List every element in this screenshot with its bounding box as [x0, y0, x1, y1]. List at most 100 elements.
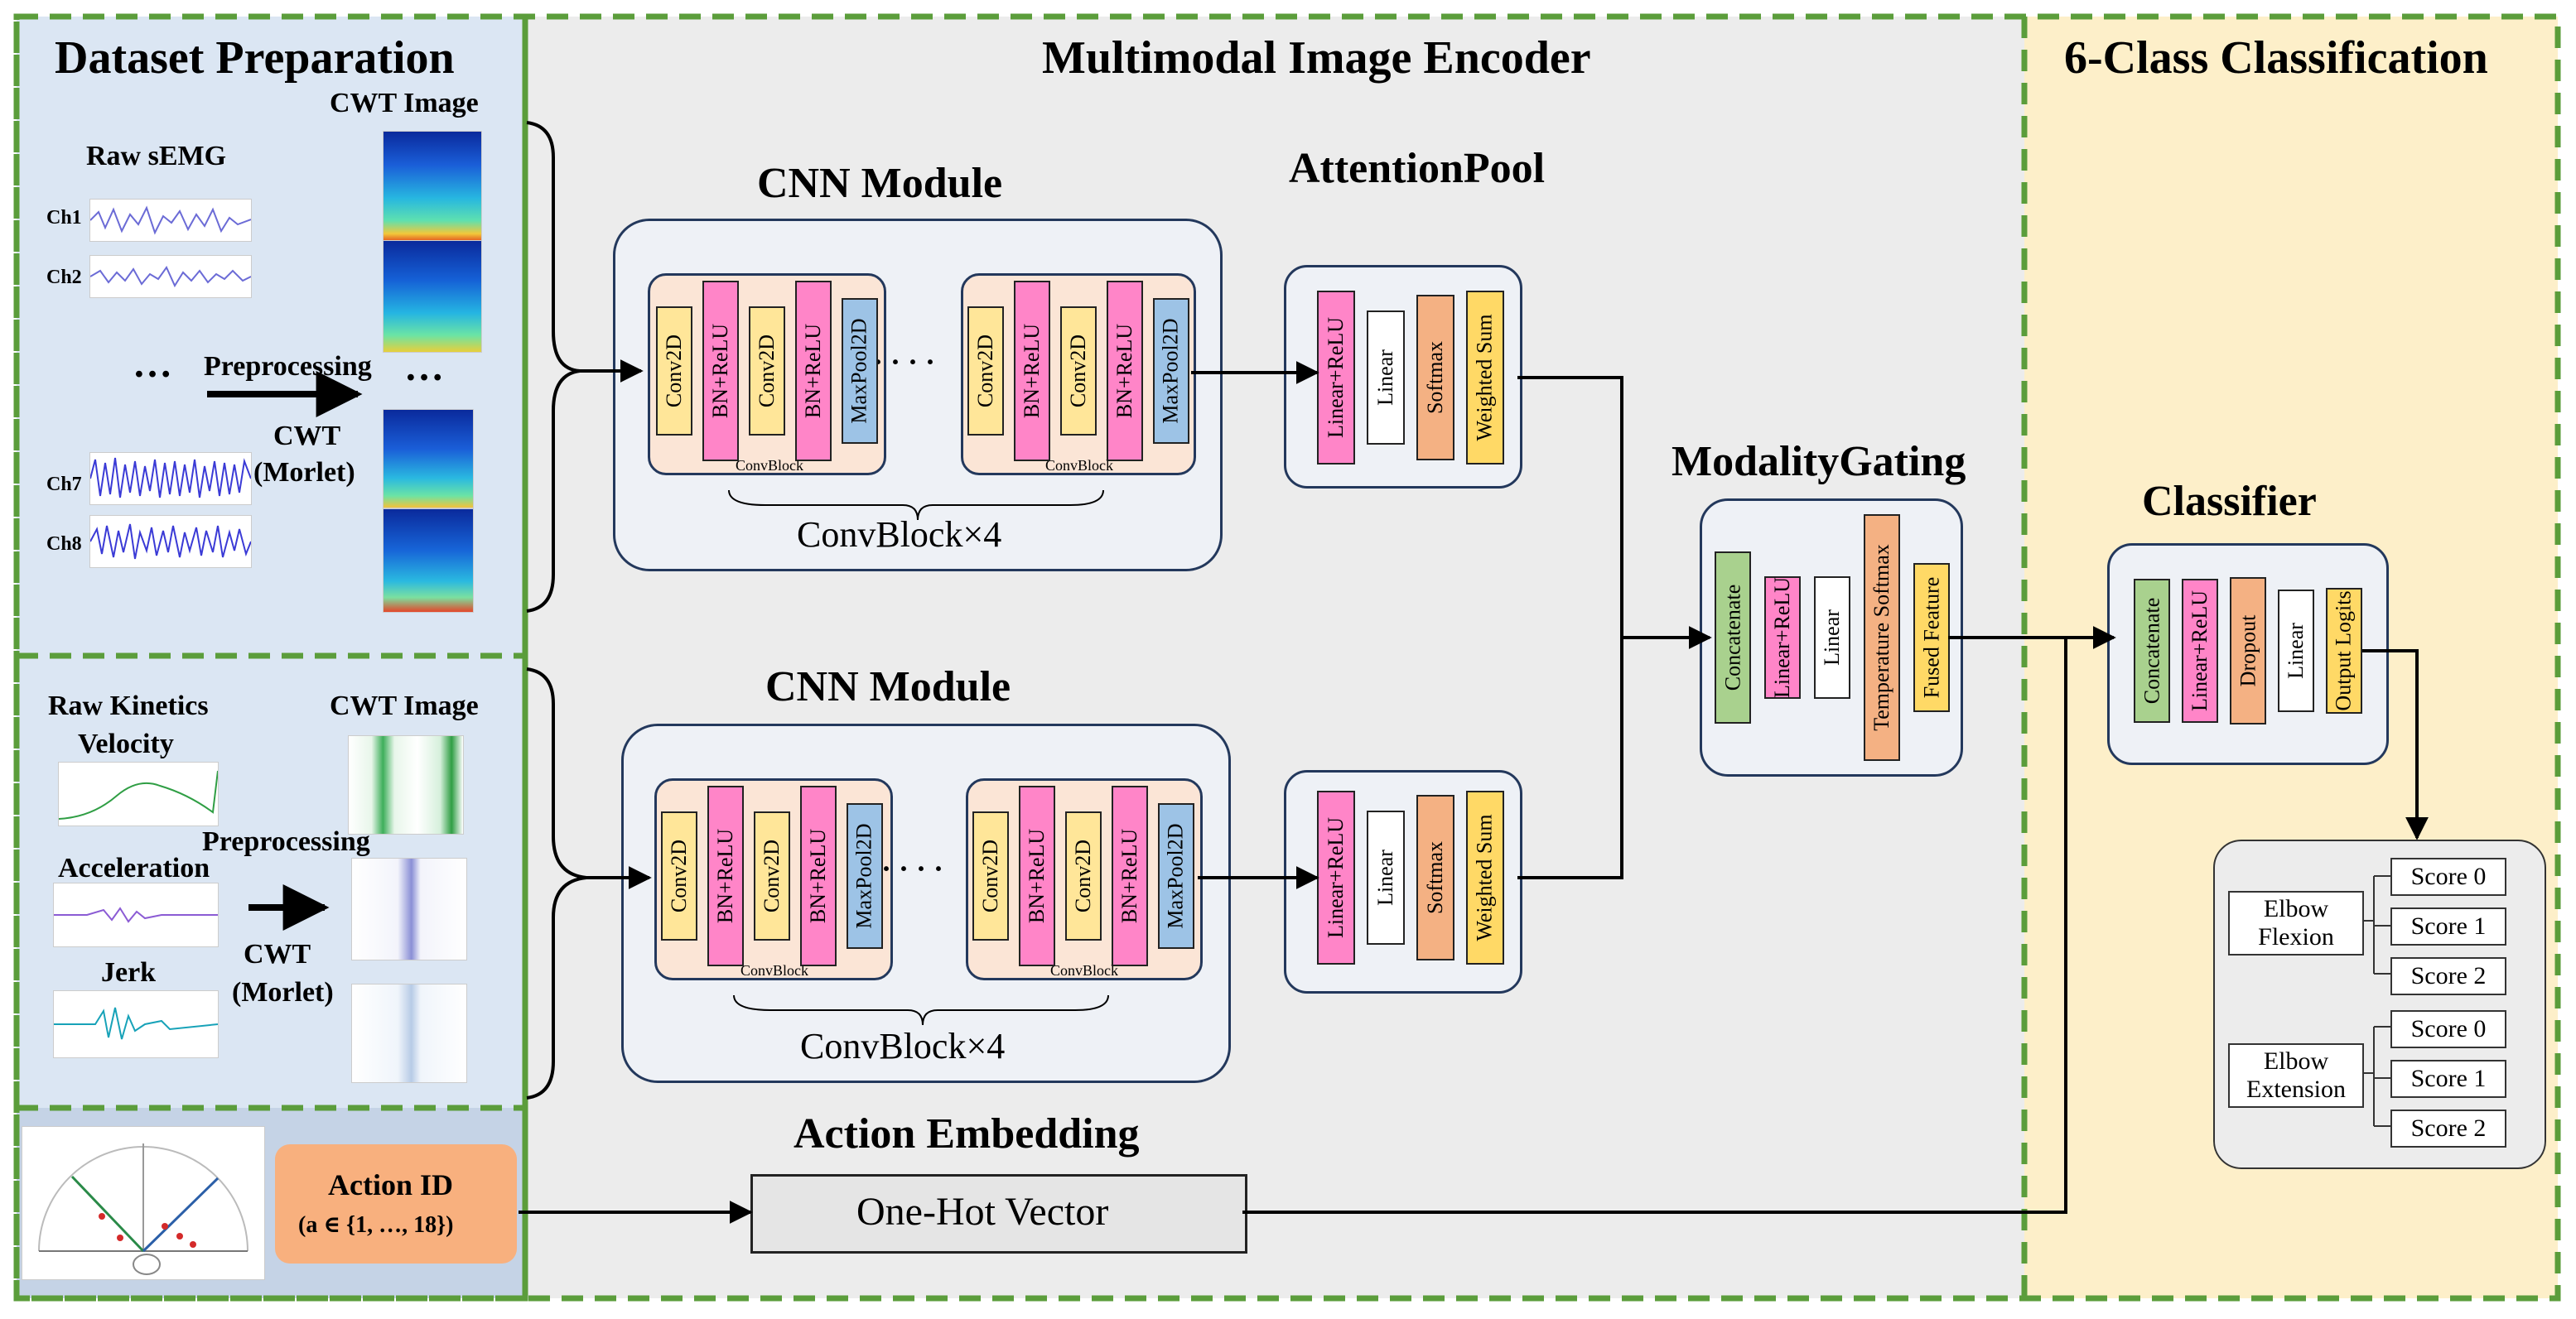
jerk-cwt-image: [351, 984, 467, 1083]
velocity-label: Velocity: [78, 729, 174, 759]
attention-pool-title: AttentionPool: [1289, 145, 1546, 192]
attention-bottom-layer-1: Linear: [1367, 811, 1405, 945]
one-hot-vector-label: One-Hot Vector: [856, 1190, 1109, 1234]
modality-gating-title: ModalityGating: [1672, 438, 1966, 485]
attention-bottom-layer-0: Linear+ReLU: [1317, 791, 1355, 965]
cnn-top-last-layer-3: BN+ReLU: [1107, 281, 1143, 461]
gating-layer-0: Concatenate: [1715, 551, 1751, 724]
cnn-top-last-layer-1: BN+ReLU: [1014, 281, 1050, 461]
one-hot-vector-box: [750, 1174, 1247, 1254]
flexion-score-2: Score 2: [2390, 957, 2506, 995]
cnn-module-title-top: CNN Module: [757, 160, 1003, 207]
elbow-extension-line1: Elbow: [2263, 1047, 2329, 1075]
classifier-layer-1: Linear+ReLU: [2182, 579, 2218, 723]
action-id-box: [275, 1144, 517, 1264]
classifier-layer-4: Output Logits: [2326, 588, 2362, 714]
gating-layer-1: Linear+ReLU: [1764, 576, 1801, 699]
encoder-section-title: Multimodal Image Encoder: [1042, 32, 1591, 84]
cnn-top-last-layer-2: Conv2D: [1060, 306, 1097, 436]
cnn-bottom-last-layer-4: MaxPool2D: [1158, 803, 1194, 949]
cnn-bottom-last-layer-1: BN+ReLU: [1019, 786, 1055, 966]
cnn-bottom-first-layer-4: MaxPool2D: [847, 803, 883, 949]
extension-score-0: Score 0: [2390, 1010, 2506, 1048]
cnn-bottom-first-layer-1: BN+ReLU: [707, 786, 744, 966]
classification-section-title: 6-Class Classification: [2064, 32, 2488, 84]
attention-top-layer-3: Weighted Sum: [1466, 291, 1504, 465]
extension-score-2: Score 2: [2390, 1110, 2506, 1148]
classifier-layer-3: Linear: [2278, 590, 2314, 712]
semg-morlet-label: (Morlet): [253, 457, 355, 488]
cnn-top-last-layer-0: Conv2D: [967, 306, 1004, 436]
semg-cwt-title: CWT Image: [330, 88, 479, 118]
arm-angle-diagram: [22, 1126, 265, 1280]
cnn-top-first-layer-2: Conv2D: [749, 306, 785, 436]
action-id-label: Action ID: [328, 1168, 453, 1201]
action-id-range: (a ∈ {1, …, 18}): [298, 1212, 454, 1238]
acceleration-label: Acceleration: [58, 853, 210, 883]
cnn-top-first-layer-4: MaxPool2D: [842, 298, 878, 444]
semg-ch8-signal: [89, 515, 252, 568]
semg-ch7-signal: [89, 452, 252, 505]
cnn-bottom-first-layer-3: BN+ReLU: [800, 786, 837, 966]
semg-channel-8: Ch8: [46, 533, 82, 555]
velocity-cwt-image: [348, 735, 464, 835]
elbow-extension-line2: Extension: [2246, 1076, 2346, 1103]
semg-ch2-signal: [89, 255, 252, 298]
classifier-layer-0: Concatenate: [2134, 579, 2170, 723]
convblock-bottom-dots: · · · ·: [881, 852, 944, 885]
convblock-repeat-bottom: ConvBlock×4: [800, 1026, 1006, 1066]
cnn-bottom-last-layer-3: BN+ReLU: [1112, 786, 1148, 966]
semg-cwt-label: CWT: [273, 421, 341, 451]
cnn-bottom-first-layer-0: Conv2D: [661, 811, 697, 941]
dataset-section-title: Dataset Preparation: [55, 32, 455, 84]
kinetics-cwt-title: CWT Image: [330, 691, 479, 721]
attention-top-layer-0: Linear+ReLU: [1317, 291, 1355, 465]
kinetics-cwt-label: CWT: [244, 939, 311, 970]
convblock-top-dots: · · · ·: [873, 345, 936, 378]
cnn-bottom-last-layer-0: Conv2D: [972, 811, 1009, 941]
convblock-repeat-top: ConvBlock×4: [797, 514, 1002, 555]
gating-layer-3: Temperature Softmax: [1864, 514, 1900, 761]
convblock-bottom-last-label: ConvBlock: [1050, 962, 1119, 979]
elbow-flexion-line1: Elbow: [2263, 895, 2329, 922]
semg-ellipsis-left: …: [133, 342, 172, 386]
extension-score-1: Score 1: [2390, 1060, 2506, 1098]
action-embedding-title: Action Embedding: [794, 1110, 1140, 1158]
gating-layer-2: Linear: [1814, 576, 1850, 699]
velocity-signal: [58, 762, 219, 826]
semg-cwt-image-7: [383, 409, 474, 508]
semg-ch1-signal: [89, 199, 252, 242]
cnn-top-first-layer-0: Conv2D: [656, 306, 692, 436]
attention-bottom-layer-3: Weighted Sum: [1466, 791, 1504, 965]
acceleration-signal: [53, 883, 219, 947]
convblock-top-last-label: ConvBlock: [1045, 457, 1114, 474]
cnn-module-title-bottom: CNN Module: [765, 663, 1011, 710]
attention-bottom-layer-2: Softmax: [1416, 795, 1454, 960]
attention-top-layer-1: Linear: [1367, 310, 1405, 445]
flexion-score-0: Score 0: [2390, 858, 2506, 896]
semg-title: Raw sEMG: [86, 141, 227, 171]
semg-channel-2: Ch2: [46, 267, 82, 288]
kinetics-morlet-label: (Morlet): [232, 977, 334, 1008]
classifier-title: Classifier: [2142, 478, 2317, 525]
elbow-flexion-line2: Flexion: [2258, 923, 2334, 951]
flexion-score-1: Score 1: [2390, 907, 2506, 946]
convblock-top-first-label: ConvBlock: [736, 457, 804, 474]
cnn-top-last-layer-4: MaxPool2D: [1153, 298, 1189, 444]
jerk-label: Jerk: [101, 957, 157, 988]
semg-channel-1: Ch1: [46, 207, 82, 229]
semg-channel-7: Ch7: [46, 474, 82, 495]
acceleration-cwt-image: [351, 858, 467, 960]
jerk-signal: [53, 990, 219, 1058]
semg-cwt-image-2: [383, 240, 482, 353]
convblock-bottom-first-label: ConvBlock: [740, 962, 809, 979]
attention-top-layer-2: Softmax: [1416, 295, 1454, 460]
classifier-layer-2: Dropout: [2230, 577, 2266, 724]
cnn-top-first-layer-3: BN+ReLU: [795, 281, 832, 461]
kinetics-title: Raw Kinetics: [48, 691, 209, 721]
semg-cwt-image-1: [383, 131, 482, 243]
